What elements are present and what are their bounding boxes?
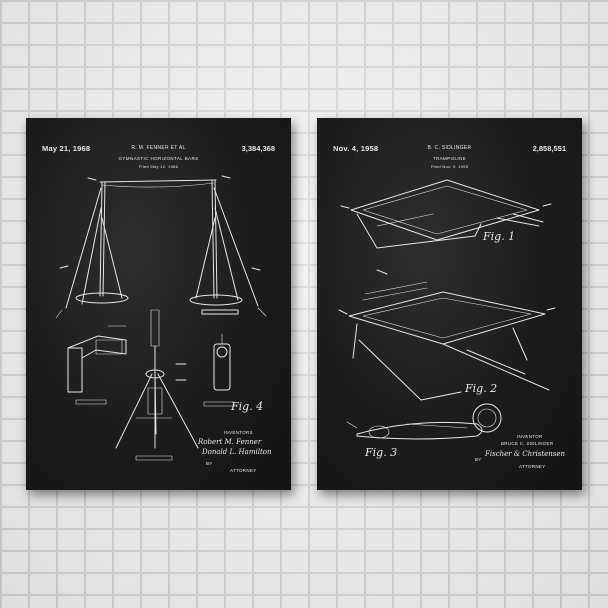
patent-number: 2,858,551	[532, 144, 566, 153]
attorney-signature: Fischer & Christensen	[485, 450, 566, 458]
patent-title: GYMNASTIC HORIZONTAL BARS	[118, 156, 199, 161]
trampoline-drawing	[338, 179, 556, 440]
fig-1-label: Fig. 1	[483, 230, 516, 243]
fig3-tripod-stand	[115, 309, 199, 461]
fig-4-label: Fig. 4	[231, 400, 264, 413]
patent-poster-horizontal-bars: May 21, 1968 R. M. FENNER ET AL 3,384,36…	[26, 118, 291, 490]
by-label: BY	[475, 457, 482, 462]
fig3-spring-detail	[346, 403, 502, 440]
attorney-label: ATTORNEY	[519, 464, 546, 469]
poster-header: May 21, 1968 R. M. FENNER ET AL 3,384,36…	[26, 144, 291, 184]
inventor-signature-1: Robert M. Fenner	[198, 438, 262, 446]
fig1-horizontal-bar	[55, 179, 267, 319]
reference-marks	[338, 203, 556, 315]
by-label: BY	[206, 461, 213, 466]
patent-date: Nov. 4, 1958	[333, 144, 379, 153]
poster-header: Nov. 4, 1958 B. C. SIDLINGER 2,858,551 T…	[317, 144, 582, 184]
fig4-clamp-detail	[203, 333, 235, 407]
fig2-bracket-detail	[67, 325, 127, 405]
patent-number: 3,384,368	[241, 144, 275, 153]
patent-title: TRAMPOLINE	[432, 156, 467, 161]
patent-inventor: B. C. SIDLINGER	[427, 145, 472, 151]
inventor-label: INVENTOR	[517, 434, 543, 439]
patent-filed-date: Filed May 12, 1966	[138, 164, 179, 169]
horizontal-bars-drawing	[55, 175, 267, 461]
attorney-label: ATTORNEY	[230, 468, 257, 473]
fig1-folded-trampoline	[350, 179, 544, 249]
reference-marks	[59, 175, 261, 381]
patent-filed-date: Filed Nov. 9, 1955	[430, 164, 469, 169]
fig-3-label: Fig. 3	[365, 446, 398, 459]
inventors-label: INVENTORS	[224, 430, 253, 435]
patent-date: May 21, 1968	[42, 144, 91, 153]
patent-poster-trampoline: Nov. 4, 1958 B. C. SIDLINGER 2,858,551 T…	[317, 118, 582, 490]
inventor-signature-2: Donald L. Hamilton	[202, 448, 272, 456]
fig-2-label: Fig. 2	[465, 382, 498, 395]
patent-inventor: R. M. FENNER ET AL	[131, 145, 186, 151]
inventor-name: BRUCE C. SIDLINGER	[501, 441, 554, 446]
fig2-open-trampoline	[348, 281, 550, 401]
